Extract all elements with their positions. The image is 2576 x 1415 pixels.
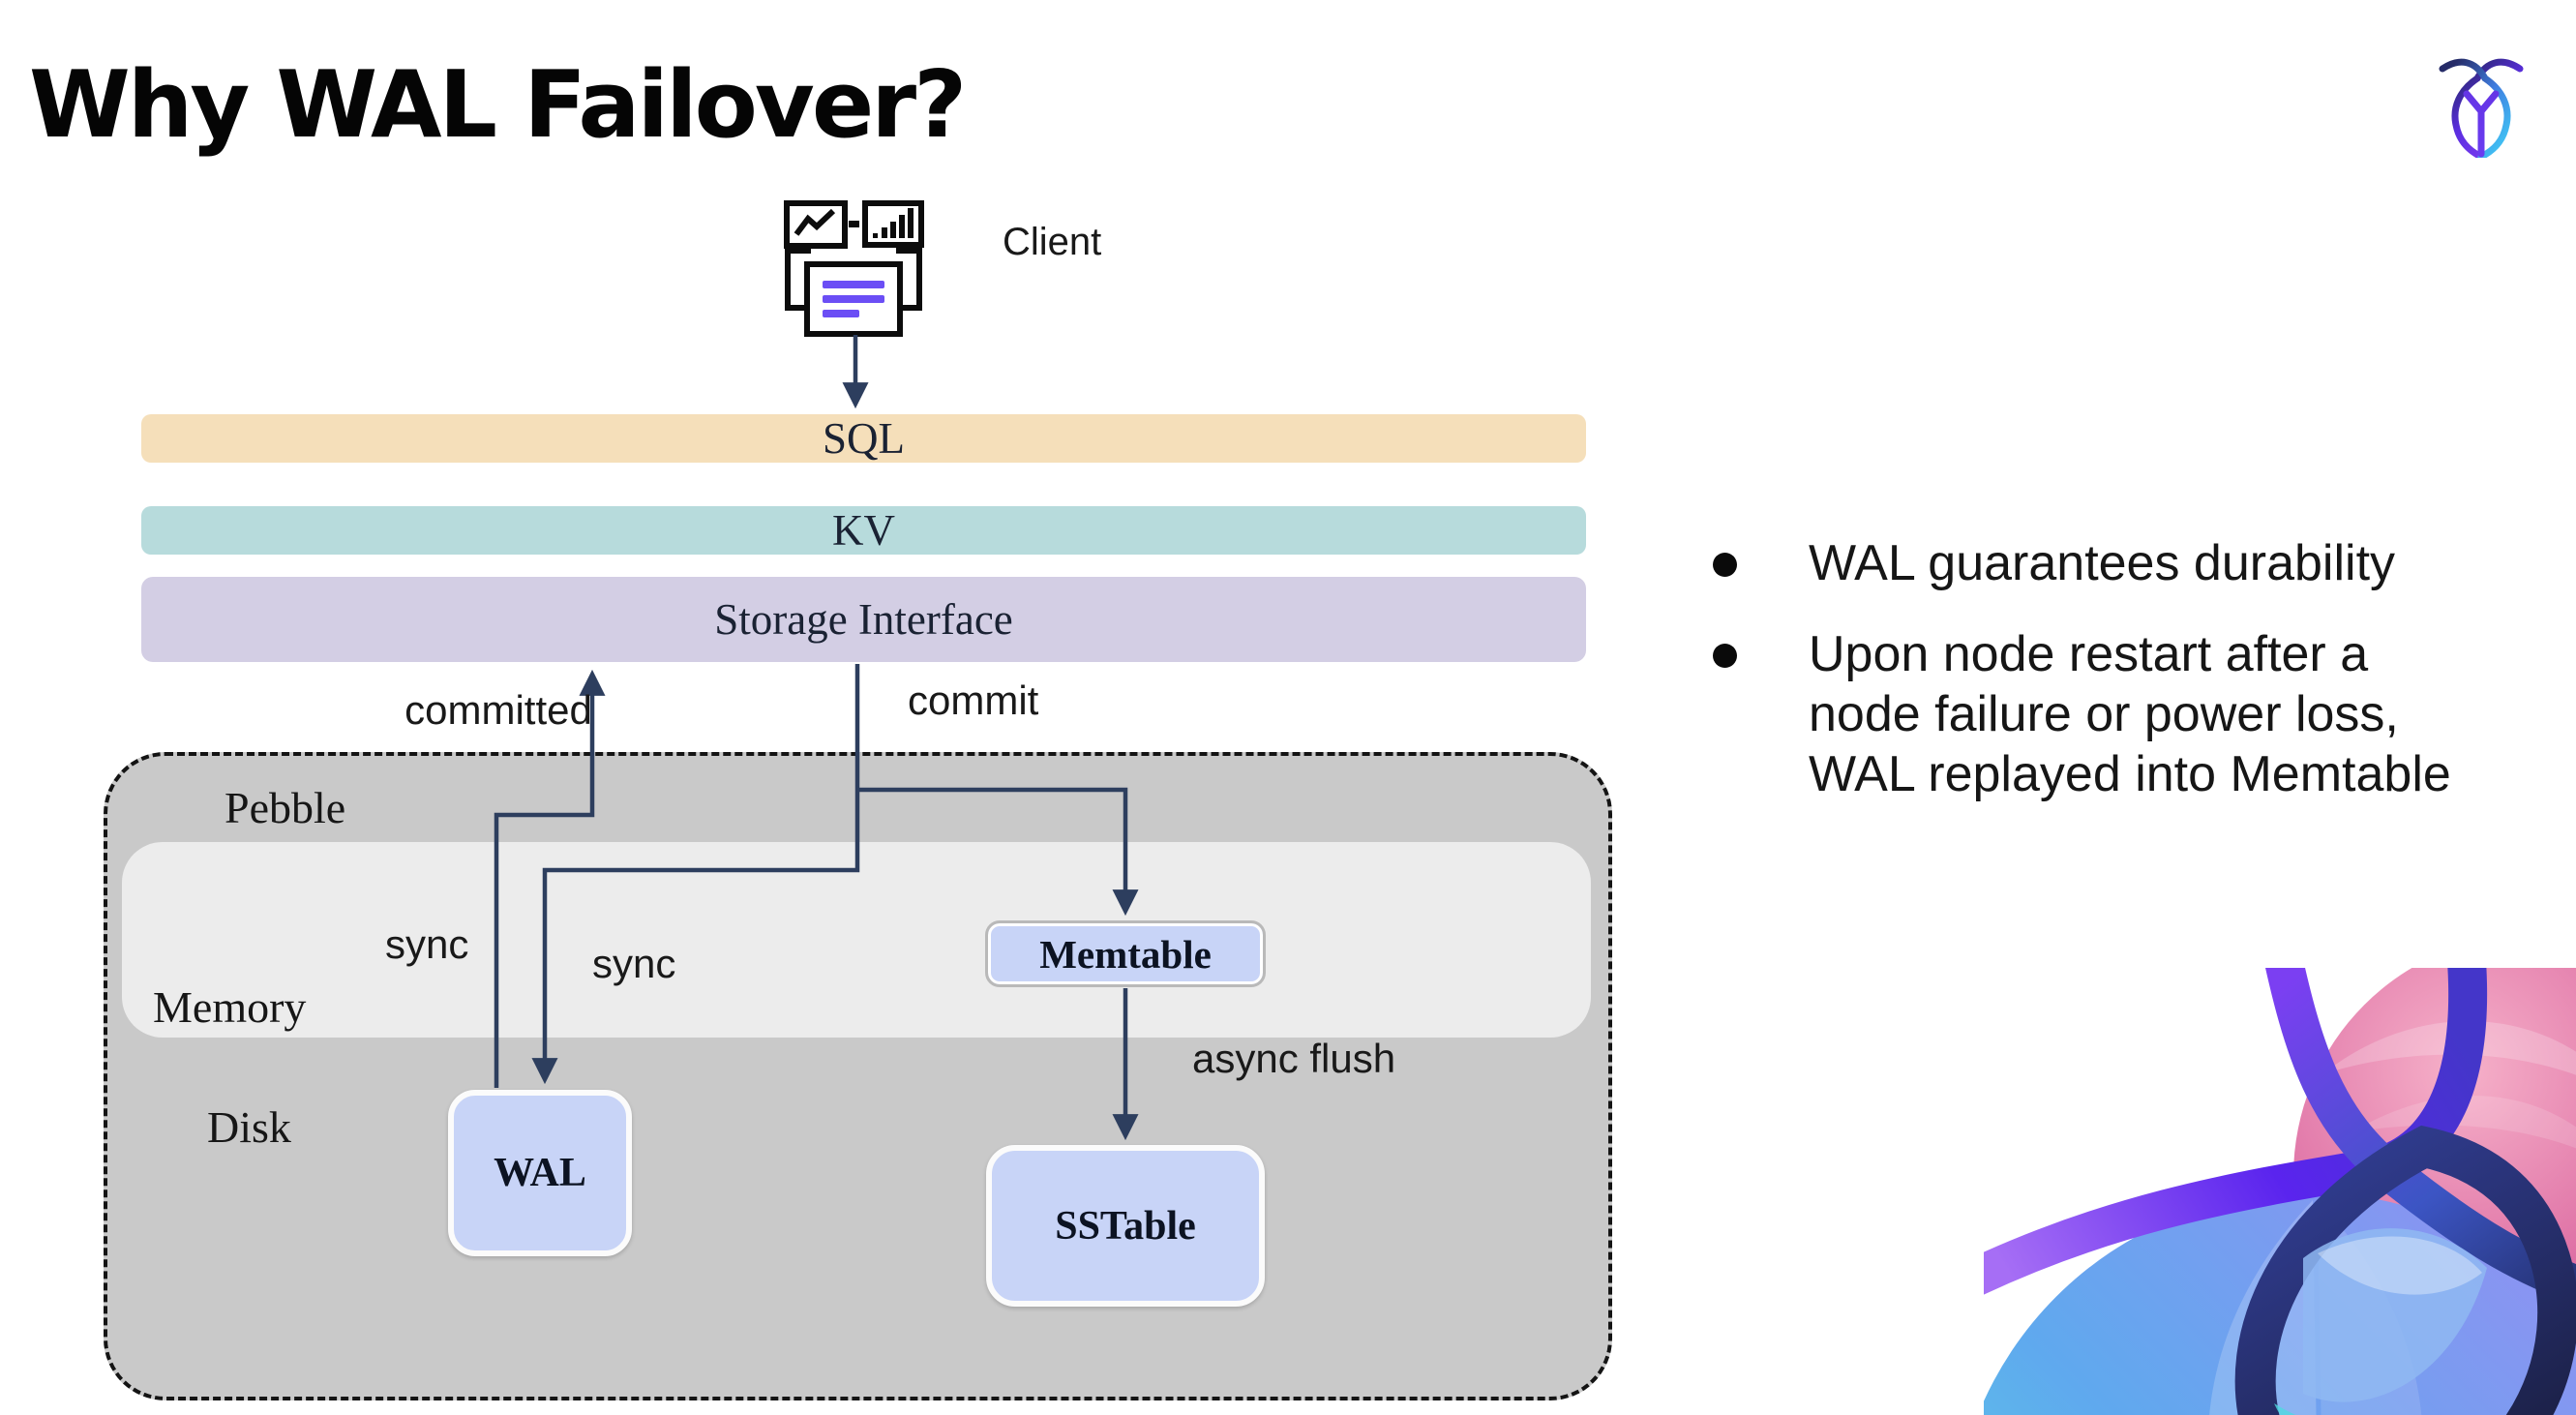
sstable-node: SSTable xyxy=(986,1145,1265,1307)
document-icon xyxy=(804,261,903,337)
corner-brand-graphic-icon xyxy=(1984,968,2576,1415)
layer-kv: KV xyxy=(141,506,1586,555)
bullet-dot-icon xyxy=(1713,553,1737,577)
commit-label: commit xyxy=(908,677,1039,723)
memtable-node: Memtable xyxy=(985,920,1266,987)
page-title: Why WAL Failover? xyxy=(29,52,967,159)
memory-area xyxy=(122,842,1591,1038)
sync-right-label: sync xyxy=(592,941,676,986)
layer-sql-label: SQL xyxy=(822,414,905,463)
bullet-list: WAL guarantees durability Upon node rest… xyxy=(1699,534,2551,805)
bullet-text: Upon node restart after a node failure o… xyxy=(1809,625,2451,802)
chart-window-icon xyxy=(784,200,848,249)
sync-left-label: sync xyxy=(385,921,469,967)
layer-sql: SQL xyxy=(141,414,1586,463)
sstable-label: SSTable xyxy=(1055,1203,1196,1249)
wal-label: WAL xyxy=(494,1151,586,1195)
layer-kv-label: KV xyxy=(832,506,895,555)
cockroachdb-logo-icon xyxy=(2439,58,2524,158)
layer-storage-interface: Storage Interface xyxy=(141,577,1586,662)
bullet-text: WAL guarantees durability xyxy=(1809,535,2396,591)
bullet-dot-icon xyxy=(1713,643,1737,668)
async-flush-label: async flush xyxy=(1192,1036,1396,1081)
wal-node: WAL xyxy=(448,1090,632,1256)
layer-storage-label: Storage Interface xyxy=(714,595,1013,644)
memory-label: Memory xyxy=(153,982,307,1032)
bullet-item: WAL guarantees durability xyxy=(1699,534,2551,594)
bar-chart-window-icon xyxy=(862,200,924,248)
client-label: Client xyxy=(1003,221,1102,263)
monitor-bracket-icon xyxy=(785,248,922,311)
dash-connector-icon xyxy=(849,221,859,227)
bullet-item: Upon node restart after a node failure o… xyxy=(1699,625,2551,805)
disk-label: Disk xyxy=(207,1102,291,1152)
committed-label: committed xyxy=(404,687,592,733)
client-icon xyxy=(784,200,924,337)
memtable-label: Memtable xyxy=(1039,931,1212,977)
pebble-label: Pebble xyxy=(225,783,346,832)
